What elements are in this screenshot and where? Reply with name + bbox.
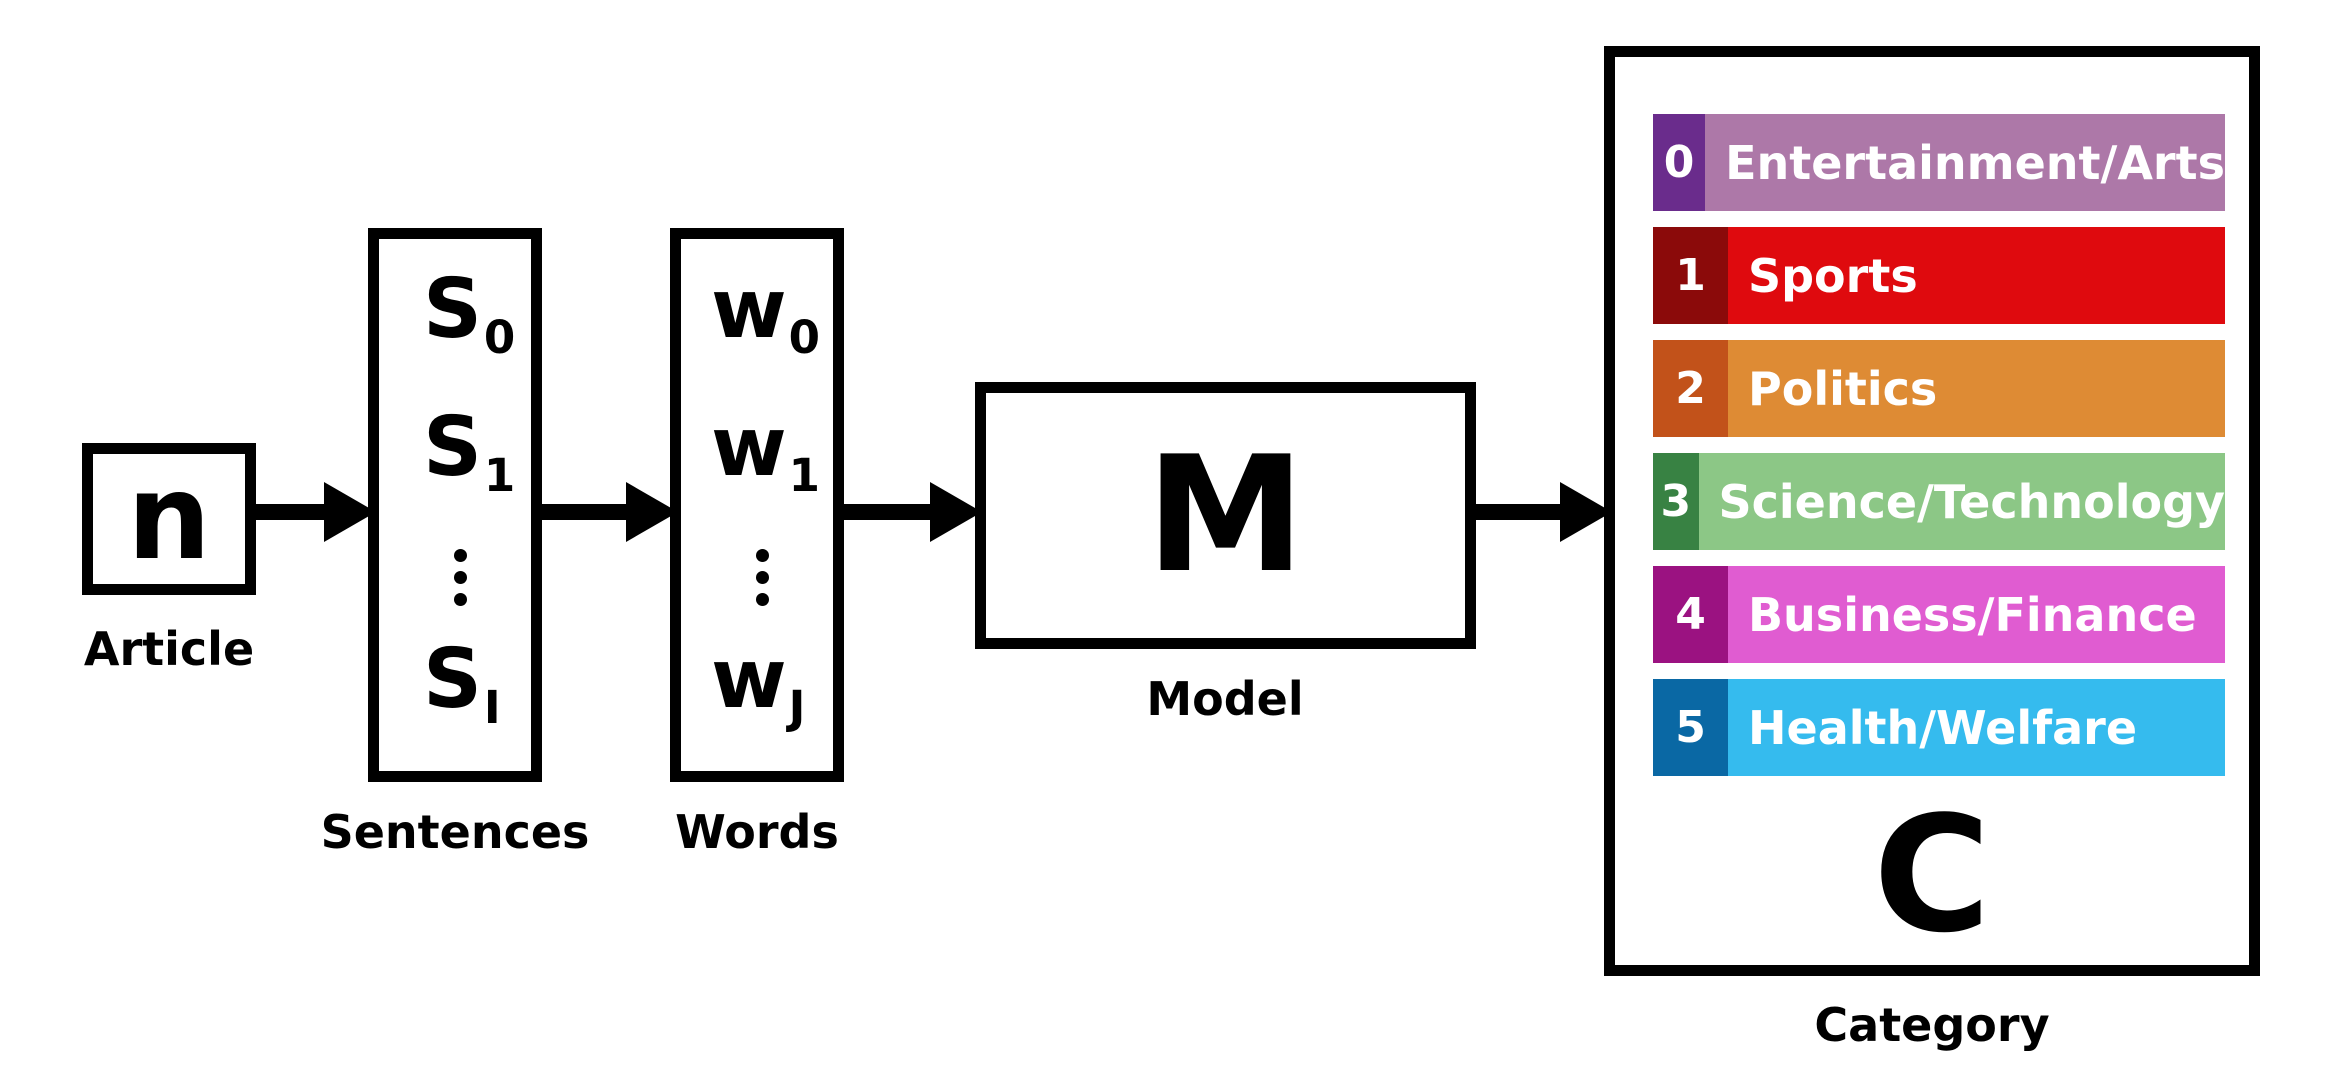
sentence-item: SI [423,632,501,734]
words-label: Words [675,805,839,859]
article-symbol: n [126,448,211,586]
category-item-1: 1 Sports [1653,227,2225,324]
category-name: Business/Finance [1728,566,2225,663]
category-number: 4 [1653,566,1728,663]
category-name: Sports [1728,227,2225,324]
category-name: Health/Welfare [1728,679,2225,776]
ellipsis-dots [755,549,769,615]
category-number: 1 [1653,227,1728,324]
arrow-model-to-category [1474,482,1612,542]
article-label: Article [83,622,255,676]
category-number: 5 [1653,679,1728,776]
sentence-item: S1 [423,400,516,502]
category-number: 3 [1653,453,1699,550]
model-label: Model [1146,672,1304,726]
category-item-3: 3 Science/Technology [1653,453,2225,550]
words-box: w0 w1 wJ [670,228,844,782]
category-item-0: 0 Entertainment/Arts [1653,114,2225,211]
category-number: 2 [1653,340,1728,437]
model-symbol: M [1145,421,1306,608]
word-item: w0 [711,262,820,364]
article-box: n [82,443,256,595]
category-item-5: 5 Health/Welfare [1653,679,2225,776]
category-name: Entertainment/Arts [1705,114,2225,211]
category-name: Science/Technology [1698,453,2225,550]
category-item-4: 4 Business/Finance [1653,566,2225,663]
word-item: wJ [711,632,806,734]
arrow-sentences-to-words [540,482,678,542]
category-label: Category [1814,998,2050,1052]
category-symbol: C [1873,781,1991,968]
ellipsis-dots [453,549,467,615]
arrow-article-to-sentences [254,482,376,542]
category-number: 0 [1653,114,1706,211]
arrow-words-to-model [842,482,982,542]
sentence-item: S0 [423,262,516,364]
category-name: Politics [1728,340,2225,437]
category-item-2: 2 Politics [1653,340,2225,437]
sentences-label: Sentences [320,805,590,859]
word-item: w1 [711,400,820,502]
sentences-box: S0 S1 SI [368,228,542,782]
model-box: M [975,382,1476,649]
